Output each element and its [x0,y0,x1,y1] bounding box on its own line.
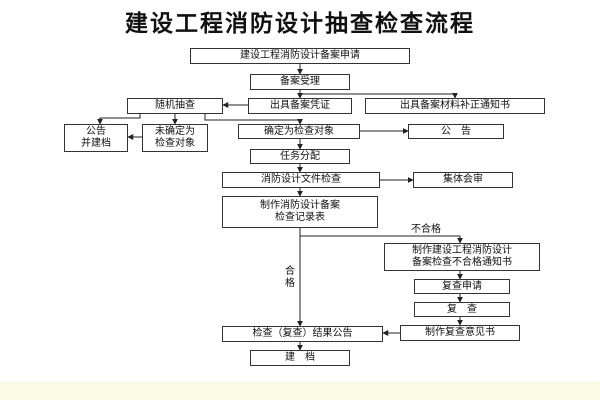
node-group-review: 集体会审 [413,172,513,188]
node-fail-notice: 制作建设工程消防设计 备案检查不合格通知书 [384,243,540,271]
node-selected: 确定为检查对象 [238,124,360,139]
node-doc-check: 消防设计文件检查 [222,172,380,188]
node-supplement-notice: 出具备案材料补正通知书 [365,98,545,114]
node-accept: 备案受理 [250,74,350,90]
bottom-band [0,382,600,400]
node-voucher: 出具备案凭证 [248,98,352,114]
node-announce: 公 告 [408,124,504,139]
label-pass: 合 格 [285,266,295,289]
label-fail: 不合格 [411,224,441,235]
node-archive: 建 档 [250,350,350,366]
node-apply: 建设工程消防设计备案申请 [190,48,410,64]
node-announce-archive: 公告 并建档 [64,124,128,152]
node-task-assign: 任务分配 [250,149,350,164]
node-check-record: 制作消防设计备案 检查记录表 [222,196,378,228]
node-recheck-opinion: 制作复查意见书 [400,325,520,341]
node-result-announce: 检查（复查）结果公告 [222,326,383,342]
node-recheck: 复 查 [414,302,510,317]
node-not-selected: 未确定为 检查对象 [142,124,208,152]
page-title: 建设工程消防设计抽查检查流程 [125,11,475,37]
node-recheck-apply: 复查申请 [414,279,510,294]
node-random-check: 随机抽查 [127,98,223,114]
